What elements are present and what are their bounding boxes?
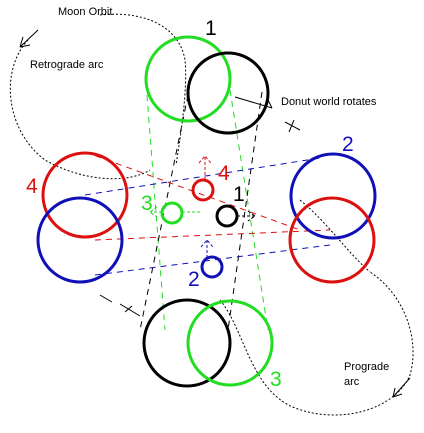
- center-black-ring: [215, 204, 239, 228]
- center-blue-ring: [200, 255, 224, 279]
- donut-world-rotates-label: Donut world rotates: [281, 96, 377, 108]
- rotation-tick-lower: [119, 303, 141, 317]
- number-center-blue: 2: [188, 268, 200, 291]
- rotation-tick-right: [284, 119, 301, 133]
- left-red-ring: [41, 151, 129, 239]
- bottom-black-ring: [142, 298, 232, 388]
- number-center-black: 1: [233, 183, 245, 206]
- center-red-ring: [191, 178, 215, 202]
- top-green-ring: [144, 35, 232, 123]
- blue-projection-lines: [84, 157, 331, 276]
- moon-orbit-arrow: [19, 29, 39, 48]
- moon-orbit-path: [9, 13, 414, 416]
- moon-orbit-label: Moon Orbit: [58, 6, 112, 18]
- prograde-arrow: [392, 377, 411, 398]
- green-projection-lines: [146, 89, 269, 331]
- black-right-arrow: [237, 210, 256, 222]
- prograde-label: Prograde: [344, 361, 389, 373]
- orbit-arrows: [19, 29, 411, 398]
- retrograde-arc-label: Retrograde arc: [30, 59, 104, 71]
- large-rings: [36, 35, 377, 388]
- right-blue-ring: [289, 152, 377, 240]
- number-center-red: 4: [218, 162, 230, 185]
- left-blue-ring: [36, 196, 124, 284]
- center-green-ring: [160, 201, 184, 225]
- number-right-blue: 2: [342, 133, 354, 156]
- prograde-orbit-arc: [219, 271, 414, 416]
- black-projection-lines: [139, 91, 263, 331]
- blue-down-arrow: [200, 239, 214, 258]
- number-center-green: 3: [141, 192, 153, 215]
- number-top-black: 1: [205, 17, 217, 40]
- green-left-arrow: [149, 206, 200, 218]
- upper-orbit-arc: [99, 13, 187, 166]
- number-left-red: 4: [26, 175, 38, 198]
- bottom-green-ring: [186, 299, 274, 387]
- center-arrows: [149, 155, 256, 258]
- lower-orbit-arc: [299, 199, 371, 273]
- right-red-ring: [288, 196, 376, 284]
- number-bottom-green: 3: [270, 368, 282, 391]
- center-rings: [160, 178, 239, 279]
- top-black-ring: [186, 51, 270, 135]
- red-up-arrow: [198, 155, 212, 180]
- rotation-tick-lower2: [99, 294, 113, 303]
- retrograde-orbit-arc: [9, 39, 151, 180]
- prograde-arc-label: arc: [344, 376, 360, 388]
